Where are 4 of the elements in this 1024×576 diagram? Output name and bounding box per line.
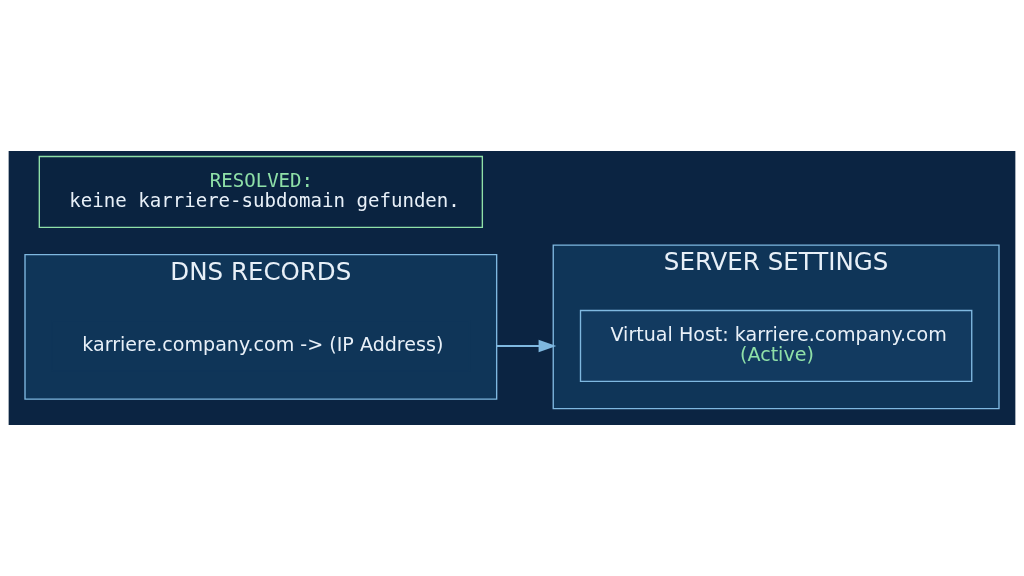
arrow: [496, 339, 557, 353]
node-text: karriere.company.com -> (IP Address): [82, 332, 444, 355]
node-box: RESOLVED: keine karriere-subdomain gefunden.: [38, 155, 484, 228]
node-box: Virtual Host: karriere.company.com (Active): [579, 309, 973, 383]
